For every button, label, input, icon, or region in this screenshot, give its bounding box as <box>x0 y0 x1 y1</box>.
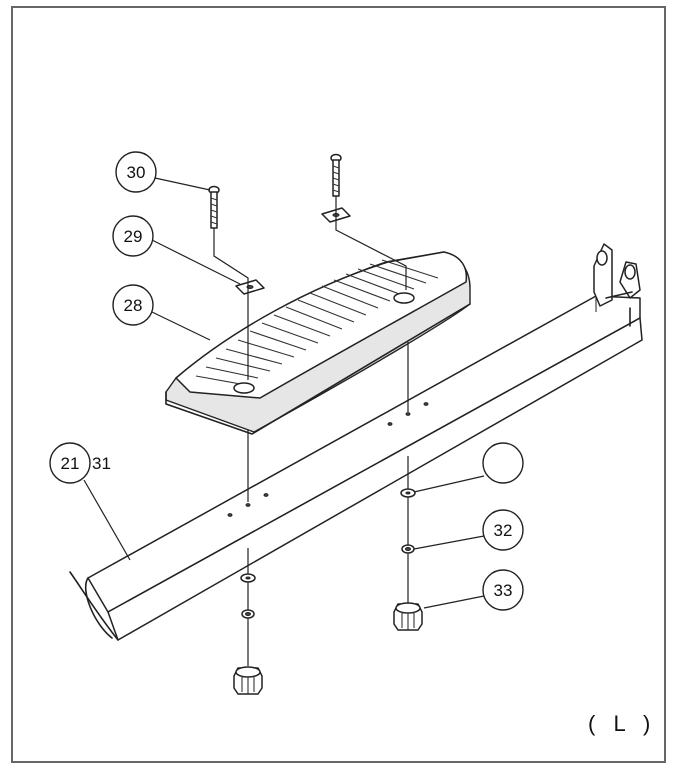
right-knob <box>393 602 423 631</box>
left-lower-washer <box>240 573 256 583</box>
assembly-lines <box>213 196 409 666</box>
svg-text:28: 28 <box>124 296 143 315</box>
right-lower-washer <box>400 488 416 498</box>
callout-28: 28 <box>112 284 154 326</box>
right-lock-washer <box>401 544 415 554</box>
callout-33: 33 <box>482 569 524 611</box>
bolt-right <box>330 153 342 197</box>
callout-21: 21 31 <box>49 442 111 484</box>
rail-tube <box>69 295 643 641</box>
svg-text:29: 29 <box>124 227 143 246</box>
bolt-left <box>208 185 220 229</box>
callout-30: 30 <box>115 151 157 193</box>
callout-leaders <box>83 177 485 609</box>
svg-text:32: 32 <box>494 521 513 540</box>
svg-text:30: 30 <box>127 163 146 182</box>
svg-text:31: 31 <box>92 454 111 473</box>
left-knob <box>233 666 263 695</box>
rail-end-bracket <box>593 243 641 307</box>
callout-blank <box>482 442 524 484</box>
callout-29: 29 <box>112 215 154 257</box>
left-lock-washer <box>241 609 255 619</box>
svg-text:21: 21 <box>61 454 80 473</box>
callout-32: 32 <box>482 509 524 551</box>
side-indicator-label: ( L ) <box>588 711 657 736</box>
svg-text:33: 33 <box>494 581 513 600</box>
washer-left <box>235 279 265 295</box>
